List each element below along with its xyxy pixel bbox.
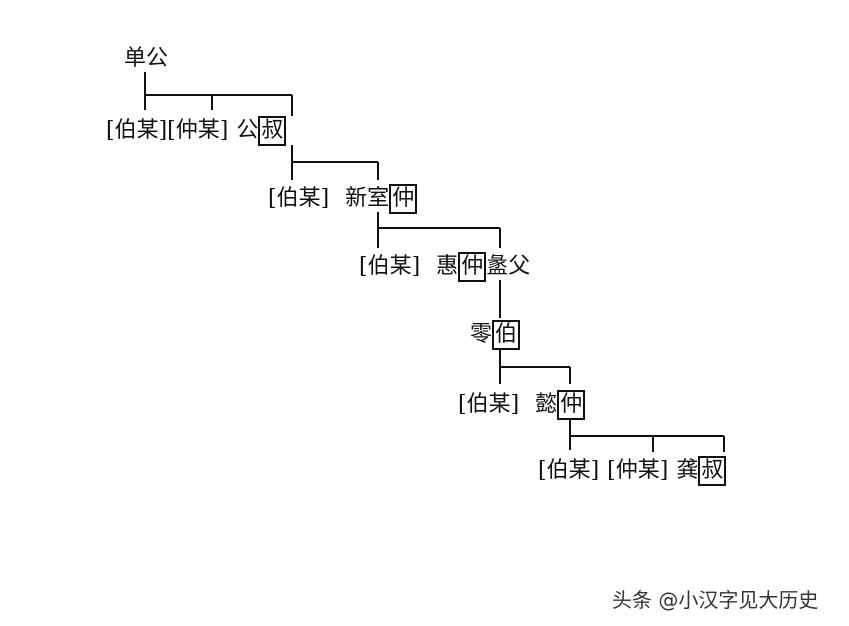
- gen5-zhong-box: 仲: [557, 390, 586, 420]
- gen5-bo-label: [伯某]: [458, 392, 520, 417]
- root-node: 单公: [124, 44, 168, 74]
- gen1-zhong-label: [仲某]: [167, 118, 229, 143]
- generation-1-row: [伯某] [仲某] 公 叔: [106, 116, 287, 146]
- gen5-yi-prefix: 懿: [535, 392, 558, 417]
- generation-2-row: [伯某] 新室 仲: [268, 184, 418, 214]
- gen3-hui-prefix: 惠: [436, 254, 459, 279]
- generation-3-row: [伯某] 惠 仲 盠父: [359, 252, 530, 282]
- gen1-bo-label: [伯某]: [106, 118, 168, 143]
- gen3-zhong-box: 仲: [458, 252, 487, 282]
- generation-6-row: [伯某] [仲某] 龚 叔: [538, 456, 727, 486]
- gen4-ling-prefix: 零: [470, 322, 493, 347]
- watermark-text: 头条 @小汉字见大历史: [612, 588, 819, 612]
- gen6-shu-box: 叔: [698, 456, 727, 486]
- gen3-bo-label: [伯某]: [359, 254, 421, 279]
- gen2-xinshi-prefix: 新室: [345, 186, 390, 211]
- generation-5-row: [伯某] 懿 仲: [458, 390, 586, 420]
- root-label: 单公: [124, 46, 169, 71]
- gen6-zhong-label: [仲某]: [607, 458, 669, 483]
- gen1-shu-box: 叔: [258, 116, 287, 146]
- gen1-shu-prefix: 公: [236, 118, 259, 143]
- gen6-gong-prefix: 龚: [676, 458, 699, 483]
- generation-4-row: 零 伯: [470, 320, 521, 350]
- gen2-bo-label: [伯某]: [268, 186, 330, 211]
- gen2-zhong-box: 仲: [389, 184, 418, 214]
- gen3-lifu-suffix: 盠父: [486, 254, 531, 279]
- gen4-bo-box: 伯: [492, 320, 521, 350]
- gen6-bo-label: [伯某]: [538, 458, 600, 483]
